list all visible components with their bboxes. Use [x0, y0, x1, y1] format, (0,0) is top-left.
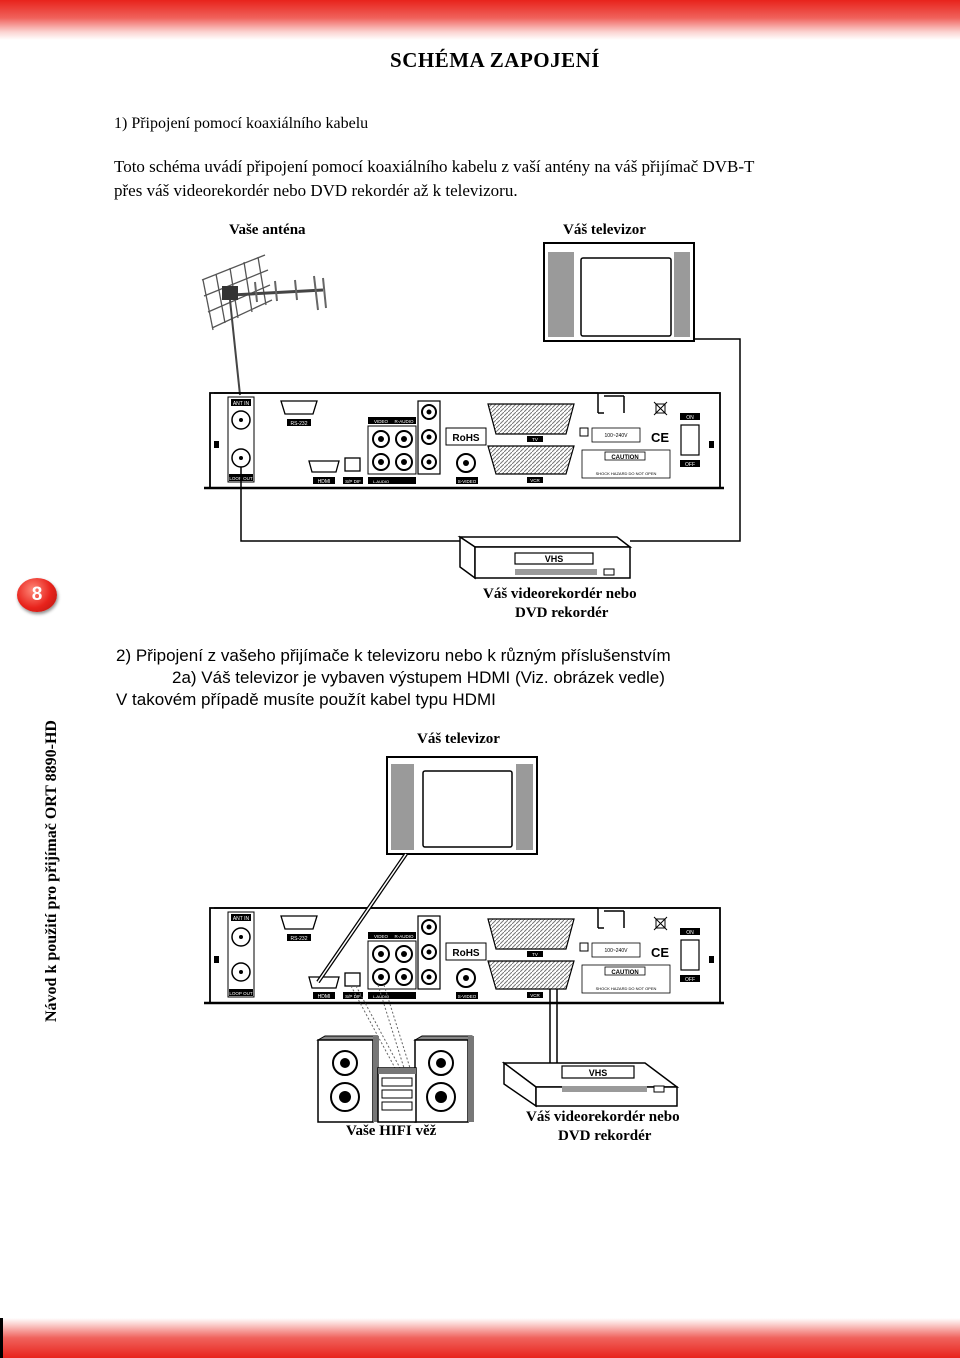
on-label-2: ON	[686, 930, 694, 936]
page-number-badge: 8	[17, 578, 57, 612]
vcr-scart-label-2: VCR	[530, 993, 540, 998]
s-video-label-2: S-VIDEO	[458, 994, 477, 999]
section1-heading: 1) Připojení pomocí koaxiálního kabelu	[114, 115, 369, 132]
caution-label: CAUTION	[611, 455, 638, 461]
ant-in-label-2: ANT IN	[233, 916, 250, 922]
rs232-label-2: RS-232	[291, 936, 308, 942]
tv-scart-label: TV	[532, 437, 538, 442]
tv-scart-label-2: TV	[532, 952, 538, 957]
ant-in-label: ANT IN	[233, 401, 250, 407]
weee-icon	[653, 401, 668, 416]
section2-heading: 2) Připojení z vašeho přijímače k televi…	[116, 646, 671, 665]
antenna-label: Vaše anténa	[229, 222, 306, 238]
off-label: OFF	[685, 462, 695, 468]
loop-out-label-2: LOOP OUT	[229, 991, 252, 996]
spdif-label-2: S/P DIF	[345, 994, 361, 999]
power-rating-2: 100~240V	[605, 948, 629, 954]
section2-note: V takovém případě musíte použít kabel ty…	[116, 690, 496, 709]
rs232-label: RS-232	[291, 421, 308, 427]
audio-cables	[350, 984, 411, 1069]
vcr-icon-bottom: VHS	[501, 1061, 680, 1108]
bottom-red-band	[0, 1318, 960, 1358]
hifi-speaker-right-icon	[413, 1035, 474, 1123]
vcr-label-top-line2: DVD rekordér	[515, 605, 609, 621]
ce-mark-2: CE	[651, 945, 669, 960]
bottom-edge-mark	[0, 1318, 3, 1358]
hdmi-label: HDMI	[318, 479, 331, 485]
hdmi-cable	[316, 852, 408, 984]
coax-cables-top	[240, 338, 741, 542]
rohs-mark: RoHS	[452, 433, 480, 444]
section2-subheading: 2a) Váš televizor je vybaven výstupem HD…	[172, 668, 665, 687]
power-rating: 100~240V	[605, 433, 629, 439]
video-label-2: VIDEO	[374, 934, 389, 939]
tv-icon-bottom	[386, 756, 538, 855]
receiver-rear-panel-bottom: ANT IN LOOP OUT RS-232 HDMI S/P DIF VIDE…	[204, 907, 724, 1005]
section1-paragraph-line2: přes váš videorekordér nebo DVD rekordér…	[114, 181, 518, 200]
shock-hazard-label: SHOCK HAZARD DO NOT OPEN	[596, 471, 657, 476]
scart-cable	[549, 989, 558, 1076]
tv-label-bottom: Váš televizor	[417, 731, 500, 747]
vcr-icon-top: VHS	[457, 535, 633, 580]
vcr-label-bottom-line2: DVD rekordér	[558, 1128, 652, 1144]
receiver-rear-panel-top: ANT IN LOOP OUT RS-232 HDMI S/P DIF VIDE…	[204, 392, 724, 490]
on-label: ON	[686, 415, 694, 421]
ce-mark: CE	[651, 430, 669, 445]
section1-paragraph-line1: Toto schéma uvádí připojení pomocí koaxi…	[114, 157, 755, 176]
hifi-label: Vaše HIFI věž	[346, 1123, 437, 1139]
off-label-2: OFF	[685, 977, 695, 983]
vcr-scart-label: VCR	[530, 478, 540, 483]
top-red-band	[0, 0, 960, 40]
r-audio-label-2: R-AUDIO	[395, 934, 414, 939]
s-video-label: S-VIDEO	[458, 479, 477, 484]
l-audio-label: L-AUDIO	[373, 479, 389, 484]
shock-hazard-label-2: SHOCK HAZARD DO NOT OPEN	[596, 986, 657, 991]
video-label: VIDEO	[374, 419, 389, 424]
vcr-label-bottom-line1: Váš videorekordér nebo	[526, 1109, 680, 1125]
l-audio-label-2: L-AUDIO	[373, 994, 389, 999]
vhs-label-top: VHS	[545, 554, 564, 564]
tv-label-top: Váš televizor	[563, 222, 646, 238]
hifi-speaker-left-icon	[316, 1035, 379, 1123]
tv-icon	[543, 242, 695, 342]
weee-icon-2	[653, 916, 668, 931]
vhs-label-bottom: VHS	[589, 1068, 608, 1078]
caution-label-2: CAUTION	[611, 970, 638, 976]
page-title: SCHÉMA ZAPOJENÍ	[390, 48, 600, 72]
antenna-icon	[201, 254, 327, 396]
hifi-unit-icon	[377, 1067, 417, 1123]
rohs-mark-2: RoHS	[452, 948, 480, 959]
r-audio-label: R-AUDIO	[395, 419, 414, 424]
vcr-label-top-line1: Váš videorekordér nebo	[483, 586, 637, 602]
spdif-label: S/P DIF	[345, 479, 361, 484]
hdmi-label-2: HDMI	[318, 994, 331, 1000]
